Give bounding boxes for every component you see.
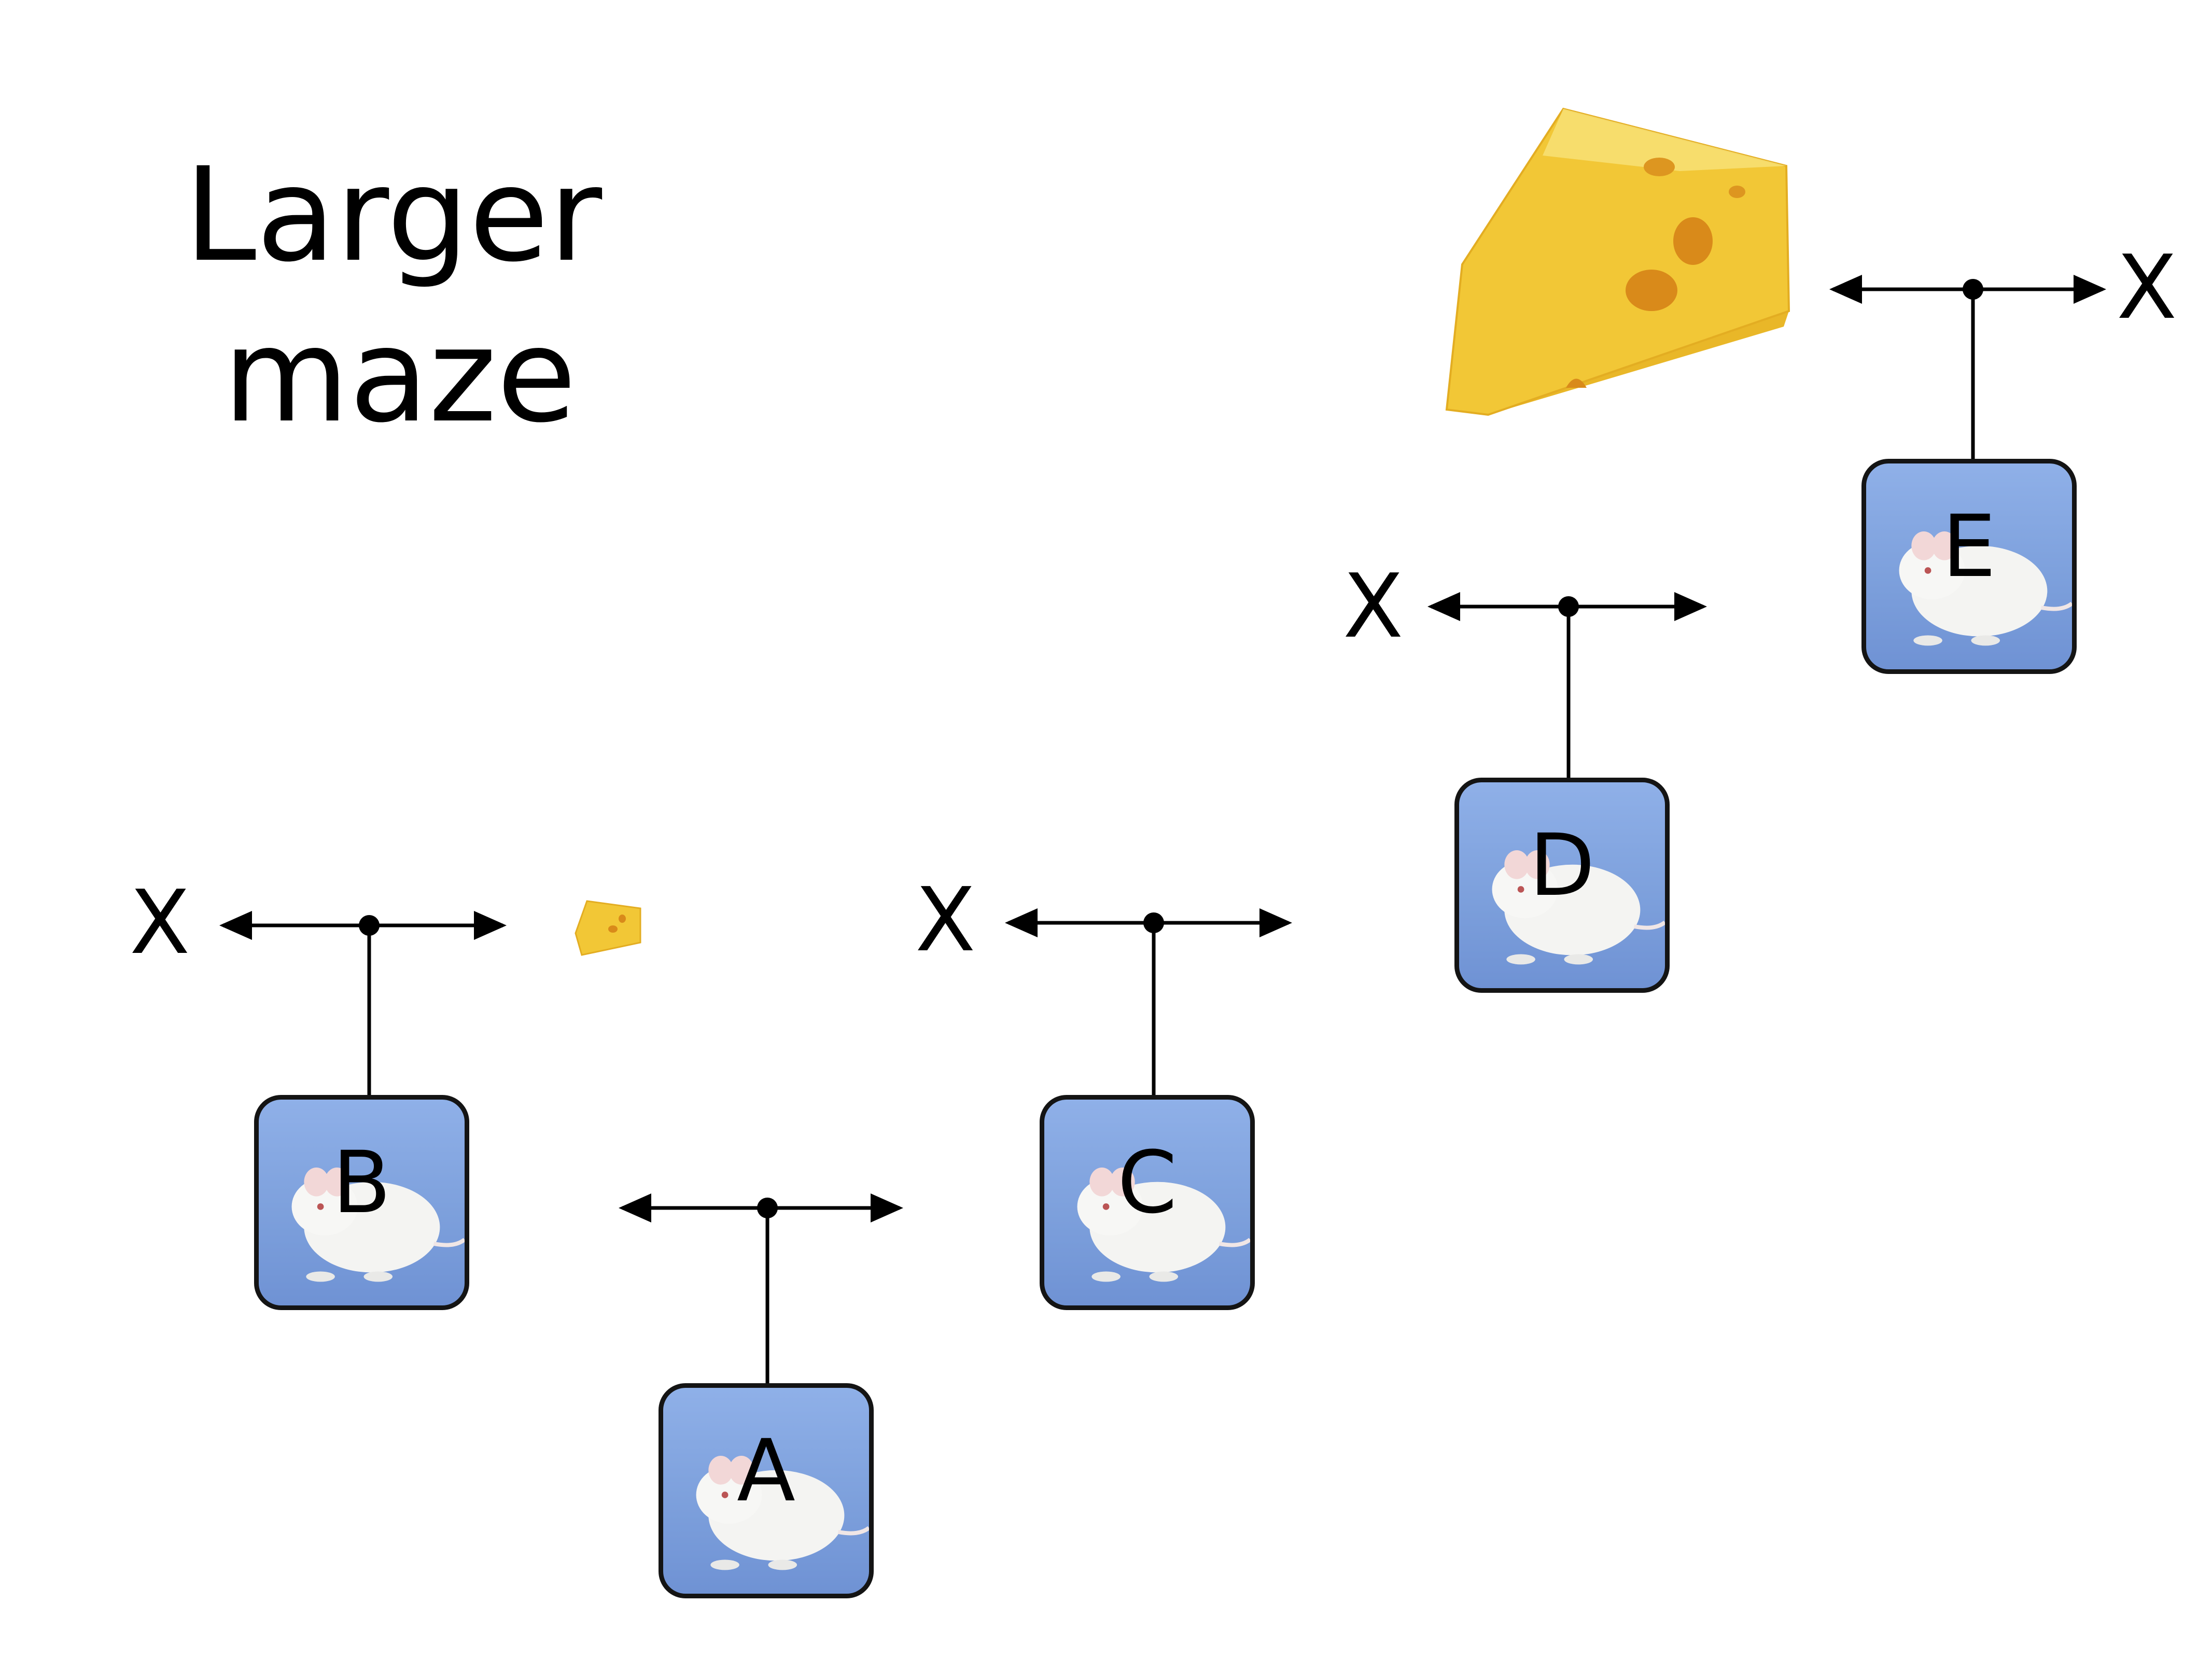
dead-end-marker-c: X — [915, 869, 976, 972]
junction-d — [1427, 592, 1707, 780]
dead-end-marker-d: X — [1343, 555, 1404, 658]
small-cheese-icon — [575, 900, 641, 956]
node-label-c: C — [1117, 1133, 1178, 1232]
node-label-b: B — [332, 1133, 391, 1232]
title-line-1: Larger — [184, 139, 603, 290]
node-label-a: A — [737, 1421, 795, 1521]
white-rat-icon — [1492, 850, 1665, 965]
node-label-d: D — [1529, 816, 1595, 915]
white-rat-icon — [291, 1168, 465, 1282]
junction-b — [219, 911, 507, 1098]
white-rat-icon — [1899, 531, 2072, 646]
white-rat-icon — [1077, 1168, 1250, 1282]
maze-node-e: E — [1861, 459, 2077, 674]
dead-end-marker-e: X — [2117, 236, 2177, 339]
white-rat-icon — [696, 1456, 869, 1570]
title-line-2: maze — [223, 300, 577, 451]
cheese-icon — [1445, 107, 1790, 416]
junction-a — [619, 1193, 903, 1385]
node-label-e: E — [1942, 497, 1996, 596]
maze-node-c: C — [1040, 1095, 1255, 1310]
junction-e — [1829, 275, 2106, 461]
maze-node-a: A — [659, 1383, 874, 1598]
junction-c — [1005, 908, 1292, 1098]
maze-node-b: B — [254, 1095, 469, 1310]
dead-end-marker-b: X — [130, 871, 190, 974]
maze-node-d: D — [1454, 778, 1670, 993]
